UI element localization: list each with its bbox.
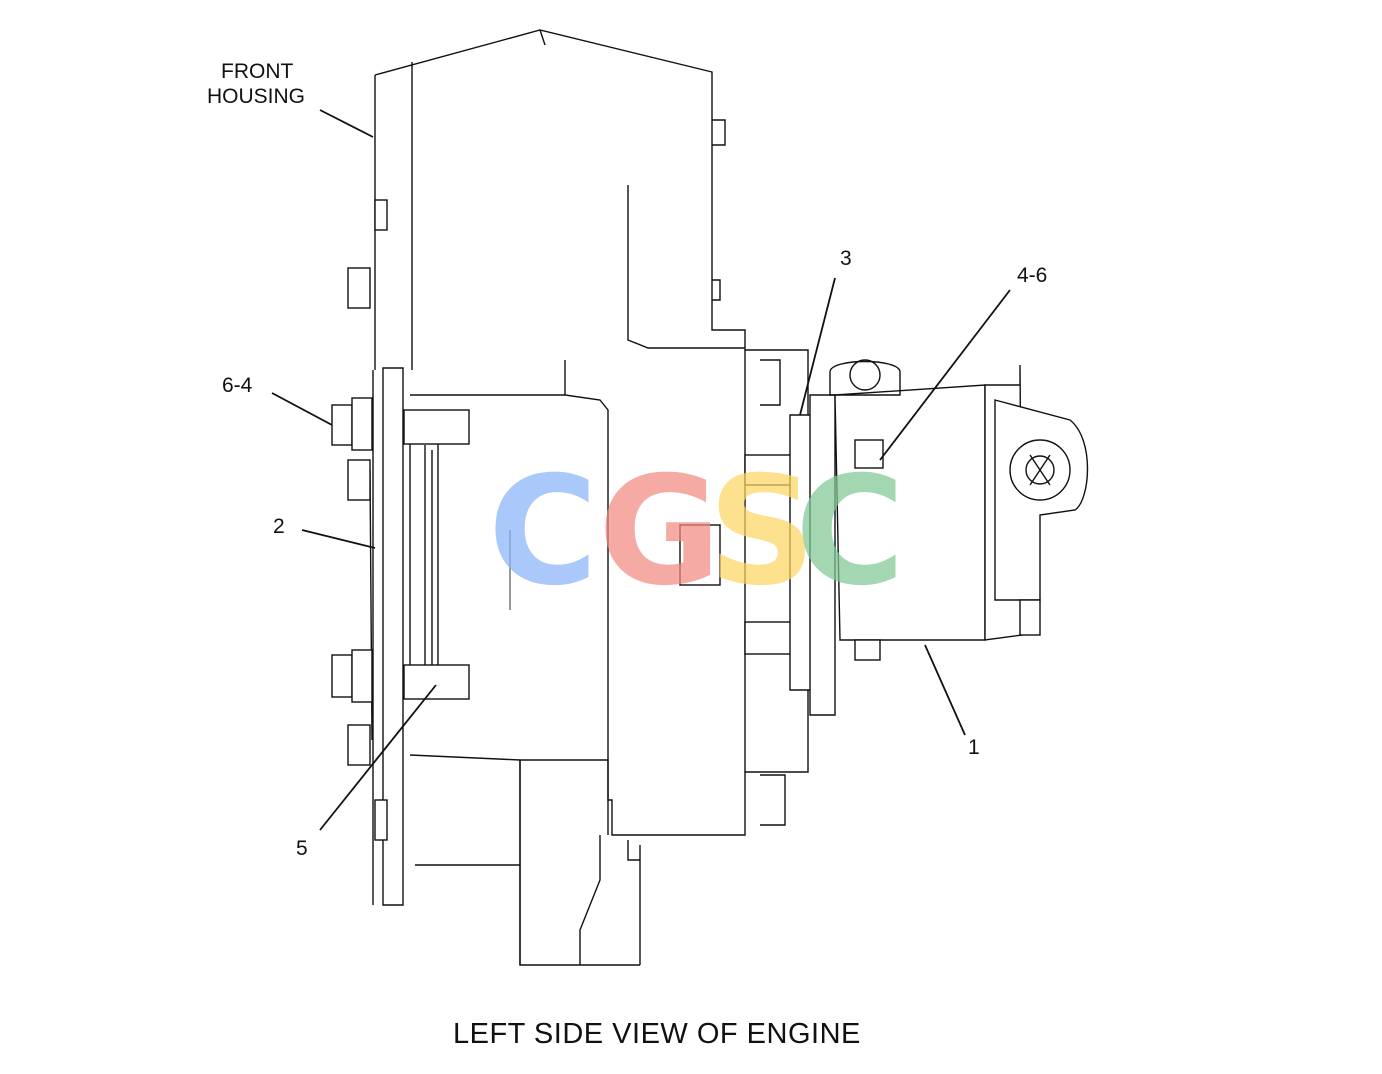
leader-1 bbox=[924, 644, 966, 736]
watermark-letter-g: G bbox=[598, 445, 721, 619]
pump-body bbox=[829, 359, 1089, 661]
watermark-letter-c2: C bbox=[795, 445, 905, 619]
callout-2: 2 bbox=[273, 515, 285, 538]
callout-4-6: 4-6 bbox=[1017, 264, 1047, 287]
watermark-letter-s: S bbox=[708, 445, 816, 619]
leader-4-6 bbox=[879, 289, 1011, 461]
callout-1: 1 bbox=[968, 736, 980, 759]
diagram-caption: LEFT SIDE VIEW OF ENGINE bbox=[453, 1018, 861, 1050]
leader-lines bbox=[271, 109, 1011, 831]
leader-3 bbox=[799, 277, 836, 416]
flange-bolts bbox=[331, 199, 470, 841]
right-adapter bbox=[679, 394, 836, 716]
front-housing bbox=[374, 29, 809, 966]
callout-3: 3 bbox=[840, 247, 852, 270]
leader-5 bbox=[319, 684, 437, 831]
leader-front-housing bbox=[319, 109, 374, 138]
watermark-letter-c1: C bbox=[488, 445, 598, 619]
label-front-housing-line1: FRONT bbox=[221, 60, 293, 83]
leader-6-4 bbox=[271, 392, 333, 426]
leader-2 bbox=[301, 529, 376, 549]
callout-6-4: 6-4 bbox=[222, 374, 253, 397]
callout-labels: FRONT HOUSING 3 4-6 6-4 2 1 5 bbox=[207, 60, 1047, 860]
label-front-housing-line2: HOUSING bbox=[207, 85, 305, 108]
watermark: C G S C bbox=[488, 445, 905, 619]
callout-5: 5 bbox=[296, 837, 308, 860]
